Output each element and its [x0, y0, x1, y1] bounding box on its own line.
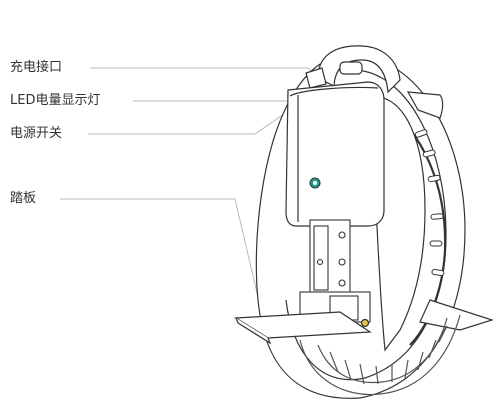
- label-led-indicator: LED电量显示灯: [10, 93, 101, 108]
- rear-cap: [406, 91, 444, 119]
- slot: [431, 269, 445, 276]
- shell-slots: [414, 129, 445, 276]
- support-post: [299, 219, 371, 323]
- charge-port-block: [305, 67, 327, 89]
- battery-top-rim: [289, 86, 379, 97]
- label-footplate: 踏板: [10, 191, 37, 206]
- slot: [422, 149, 436, 158]
- label-charge-port: 充电接口: [10, 60, 63, 75]
- footplate: [234, 299, 494, 345]
- label-power-switch: 电源开关: [10, 126, 63, 141]
- power-switch-knob: [313, 181, 317, 185]
- post-bolt: [338, 258, 346, 266]
- footplate-bolt: [360, 318, 370, 328]
- tread-mark: [344, 359, 352, 381]
- footplate-edge: [235, 317, 272, 345]
- tread-mark: [359, 363, 365, 385]
- post-plate: [313, 225, 329, 291]
- tread-mark: [417, 351, 424, 371]
- shell: [285, 45, 444, 352]
- tread-mark: [375, 365, 379, 385]
- tire-tread: [299, 314, 461, 396]
- battery-housing: [285, 81, 385, 227]
- leader-line-power-switch: [88, 102, 301, 135]
- leader-line-charge-port: [90, 67, 319, 77]
- post-bolt: [338, 279, 346, 287]
- slot: [429, 240, 443, 247]
- tread-mark: [428, 339, 437, 359]
- footplate-right: [419, 299, 494, 331]
- tread-mark: [329, 351, 339, 373]
- slot: [430, 213, 444, 220]
- slot: [427, 174, 441, 183]
- tread-outer: [299, 314, 461, 396]
- tread-mark: [438, 325, 448, 343]
- leader-line-footplate: [60, 198, 263, 315]
- post-bolt: [338, 231, 346, 239]
- tread-mark: [404, 359, 409, 379]
- slot: [414, 129, 428, 138]
- post-bolt: [316, 258, 324, 266]
- top-vent: [339, 61, 363, 75]
- tread-inner: [317, 317, 448, 384]
